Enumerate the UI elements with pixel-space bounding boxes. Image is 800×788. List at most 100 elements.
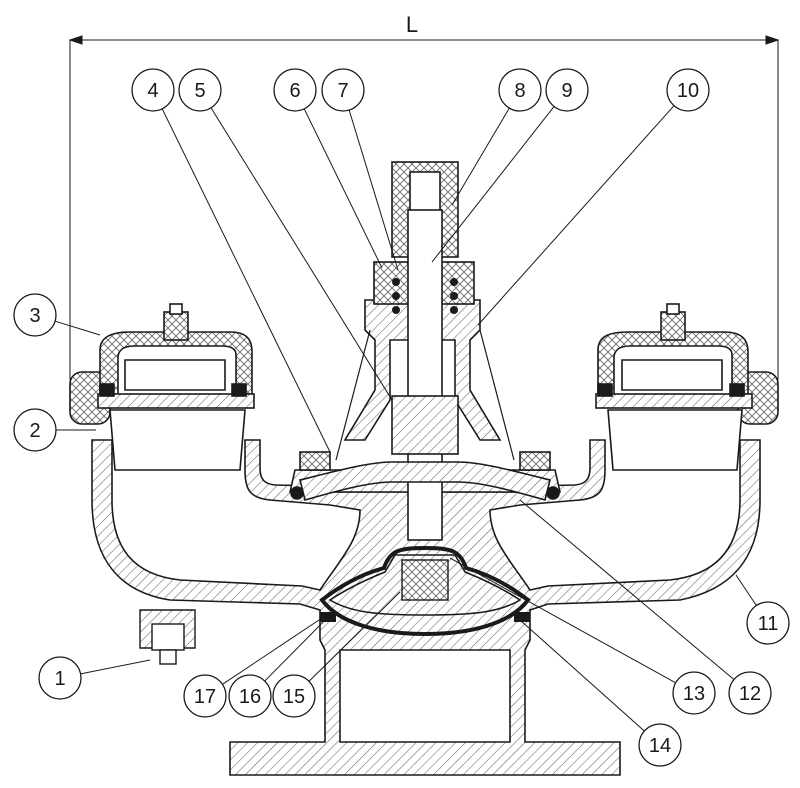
callout-circle bbox=[666, 68, 710, 112]
callout-label: 3 bbox=[29, 305, 40, 327]
leader-line-3 bbox=[54, 320, 101, 336]
drain-insert bbox=[151, 623, 185, 651]
right-seal-a bbox=[597, 383, 613, 397]
callout-circle bbox=[131, 68, 175, 112]
callout-label: 9 bbox=[561, 80, 572, 102]
callout-circle bbox=[746, 601, 790, 645]
callout-label: 7 bbox=[337, 80, 348, 102]
right-chamber bbox=[607, 409, 743, 471]
callout-label: 17 bbox=[194, 686, 216, 708]
lower-disc bbox=[319, 545, 531, 637]
left-seal-b bbox=[231, 383, 247, 397]
top-nut-bore bbox=[409, 171, 441, 213]
o-ring-right bbox=[546, 486, 560, 500]
callout-6: 6 bbox=[273, 68, 317, 112]
right-flange bbox=[595, 393, 753, 409]
left-flange bbox=[97, 393, 255, 409]
leader-line-8 bbox=[451, 107, 510, 206]
callout-5: 5 bbox=[178, 68, 222, 112]
callout-circle bbox=[13, 293, 57, 337]
callout-circle bbox=[728, 671, 772, 715]
callout-label: 1 bbox=[54, 668, 65, 690]
callout-1: 1 bbox=[38, 656, 82, 700]
callout-circle bbox=[321, 68, 365, 112]
callout-label: 13 bbox=[683, 683, 705, 705]
left-chamber bbox=[109, 409, 246, 471]
leader-line-7 bbox=[348, 109, 399, 271]
left-cap-stem bbox=[163, 311, 189, 341]
callout-13: 13 bbox=[672, 671, 716, 715]
leader-line-9 bbox=[431, 106, 555, 263]
callout-circle bbox=[273, 68, 317, 112]
callout-circle bbox=[272, 674, 316, 718]
callout-circle bbox=[13, 408, 57, 452]
callout-8: 8 bbox=[498, 68, 542, 112]
yoke-rod-left bbox=[335, 329, 371, 461]
callout-16: 16 bbox=[228, 674, 272, 718]
callout-4: 4 bbox=[131, 68, 175, 112]
diaphragm-seal bbox=[319, 545, 531, 637]
callout-2: 2 bbox=[13, 408, 57, 452]
callout-17: 17 bbox=[183, 674, 227, 718]
callout-circle bbox=[498, 68, 542, 112]
leader-line-12 bbox=[519, 499, 735, 680]
leader-line-14 bbox=[519, 619, 645, 732]
drain-tip bbox=[159, 649, 177, 665]
leader-line-13 bbox=[449, 557, 676, 684]
seat-ring-right bbox=[514, 612, 530, 622]
drain-plug bbox=[139, 609, 196, 665]
callout-circle bbox=[183, 674, 227, 718]
callout-circle bbox=[178, 68, 222, 112]
callout-circle bbox=[672, 671, 716, 715]
yoke-rod-right bbox=[479, 329, 515, 461]
bolt-right bbox=[519, 451, 551, 471]
callout-label: 16 bbox=[239, 686, 261, 708]
leader-line-11 bbox=[735, 574, 757, 606]
leader-line-1 bbox=[80, 659, 151, 675]
central-bonnet bbox=[288, 161, 562, 541]
right-float bbox=[621, 359, 723, 391]
callout-label: 4 bbox=[147, 80, 158, 102]
callout-14: 14 bbox=[638, 723, 682, 767]
right-seal-b bbox=[729, 383, 745, 397]
callout-label: 14 bbox=[649, 735, 671, 757]
leader-line-4 bbox=[161, 108, 331, 453]
dimension-label: L bbox=[406, 12, 418, 37]
callout-3: 3 bbox=[13, 293, 57, 337]
left-seal-a bbox=[99, 383, 115, 397]
leader-lines bbox=[54, 105, 757, 732]
disc-nut bbox=[401, 559, 449, 601]
callout-label: 8 bbox=[514, 80, 525, 102]
leader-line-15 bbox=[308, 591, 401, 682]
o-ring-left bbox=[290, 486, 304, 500]
leader-line-17 bbox=[222, 617, 323, 685]
bolt-left bbox=[299, 451, 331, 471]
arrow-left bbox=[68, 35, 83, 45]
body-throat bbox=[339, 649, 511, 743]
callout-circle bbox=[545, 68, 589, 112]
callout-10: 10 bbox=[666, 68, 710, 112]
left-float bbox=[124, 359, 226, 391]
callout-label: 11 bbox=[758, 613, 779, 635]
callout-11: 11 bbox=[746, 601, 790, 645]
callout-label: 5 bbox=[194, 80, 205, 102]
callout-label: 2 bbox=[29, 420, 40, 442]
leader-line-6 bbox=[303, 108, 383, 269]
spindle-collar bbox=[391, 395, 459, 455]
leader-line-10 bbox=[477, 105, 675, 326]
leader-line-5 bbox=[210, 107, 393, 401]
right-cap-valve bbox=[666, 303, 680, 315]
callout-label: 15 bbox=[283, 686, 305, 708]
arrow-right bbox=[765, 35, 780, 45]
callout-circle bbox=[38, 656, 82, 700]
dimension-l bbox=[68, 35, 780, 380]
left-head bbox=[69, 303, 255, 471]
callout-7: 7 bbox=[321, 68, 365, 112]
callout-9: 9 bbox=[545, 68, 589, 112]
leader-line-16 bbox=[264, 609, 336, 682]
callout-label: 10 bbox=[677, 80, 699, 102]
right-cap-stem bbox=[660, 311, 686, 341]
